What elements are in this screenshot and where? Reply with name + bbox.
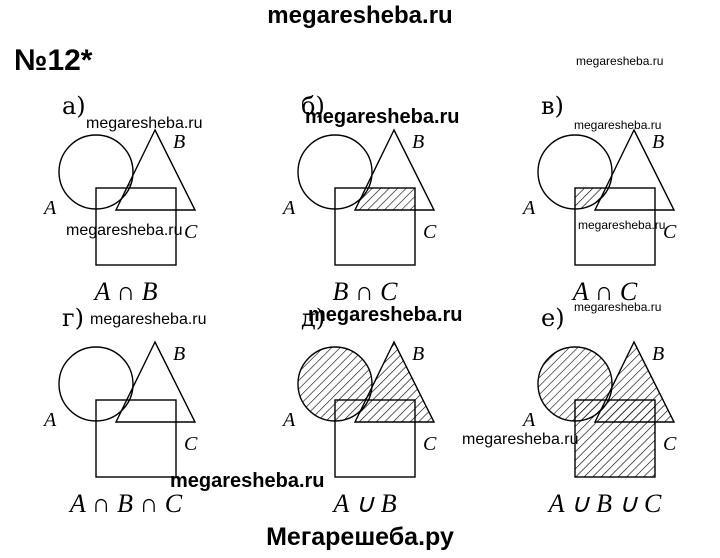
watermark: megaresheba.ru — [574, 300, 662, 314]
label-c: C — [423, 433, 437, 455]
site-footer: Мегарешеба.ру — [266, 523, 454, 551]
panel-caption: A ∩ B ∩ C — [68, 489, 183, 518]
panel-b: б) A B C B ∩ C — [281, 92, 437, 306]
label-c: C — [423, 221, 437, 243]
label-b: B — [412, 343, 424, 365]
label-c: C — [663, 433, 677, 455]
label-c: C — [663, 221, 677, 243]
set-shapes — [537, 128, 676, 266]
problem-number: №12* — [14, 44, 93, 77]
watermark: megaresheba.ru — [574, 118, 662, 132]
panel-d: г) A B C A ∩ B ∩ C — [42, 304, 198, 518]
set-c-square — [334, 187, 416, 266]
label-a: A — [281, 409, 296, 431]
label-b: B — [173, 343, 185, 365]
label-b: B — [173, 131, 185, 153]
label-a: A — [521, 409, 536, 431]
label-c: C — [184, 221, 198, 243]
site-header: megaresheba.ru — [267, 2, 453, 29]
set-b-triangle — [114, 128, 197, 211]
watermark: megaresheba.ru — [462, 431, 579, 448]
panel-label: г) — [62, 304, 84, 332]
set-c-square — [574, 187, 656, 266]
set-c-square — [95, 187, 177, 266]
set-shapes — [58, 340, 197, 478]
watermark: megaresheba.ru — [90, 311, 207, 328]
panel-caption: A ∪ B — [331, 489, 396, 518]
label-c: C — [184, 433, 198, 455]
watermark: megaresheba.ru — [576, 54, 664, 68]
panel-label: д) — [301, 304, 325, 332]
set-shapes — [58, 128, 197, 266]
panel-caption: A ∩ B — [92, 277, 157, 306]
set-b-triangle — [114, 340, 197, 423]
label-a: A — [521, 197, 536, 219]
set-b-triangle — [353, 128, 436, 211]
panel-label: е) — [541, 304, 565, 332]
watermark: megaresheba.ru — [86, 115, 203, 132]
set-c-square — [574, 399, 656, 478]
panel-caption: A ∩ C — [571, 277, 638, 306]
set-c-square — [334, 399, 416, 478]
panel-label: а) — [62, 92, 86, 120]
panel-c: в) A B C A ∩ C — [521, 92, 677, 306]
watermark: megaresheba.ru — [66, 222, 183, 239]
panel-caption: A ∪ B ∪ C — [547, 489, 662, 518]
panel-f: е) A B C A ∪ B ∪ C — [521, 304, 677, 518]
label-a: A — [42, 409, 57, 431]
set-shapes — [537, 340, 676, 478]
set-shapes — [297, 340, 436, 478]
panel-caption: B ∩ C — [333, 277, 399, 306]
label-b: B — [652, 131, 664, 153]
watermark: megaresheba.ru — [308, 304, 463, 326]
panel-label: б) — [301, 92, 325, 120]
watermark: megaresheba.ru — [170, 470, 325, 492]
set-c-square — [95, 399, 177, 478]
set-b-triangle — [353, 340, 436, 423]
set-b-triangle — [593, 340, 676, 423]
set-b-triangle — [593, 128, 676, 211]
label-b: B — [652, 343, 664, 365]
panel-label: в) — [541, 92, 564, 120]
label-b: B — [412, 131, 424, 153]
label-a: A — [281, 197, 296, 219]
panel-e: д) A B C A ∪ B — [281, 304, 437, 518]
panel-a: а) A B C A ∩ B — [42, 92, 198, 306]
watermark: megaresheba.ru — [578, 218, 666, 232]
watermark: megaresheba.ru — [305, 106, 460, 128]
set-shapes — [297, 128, 436, 266]
label-a: A — [42, 197, 57, 219]
